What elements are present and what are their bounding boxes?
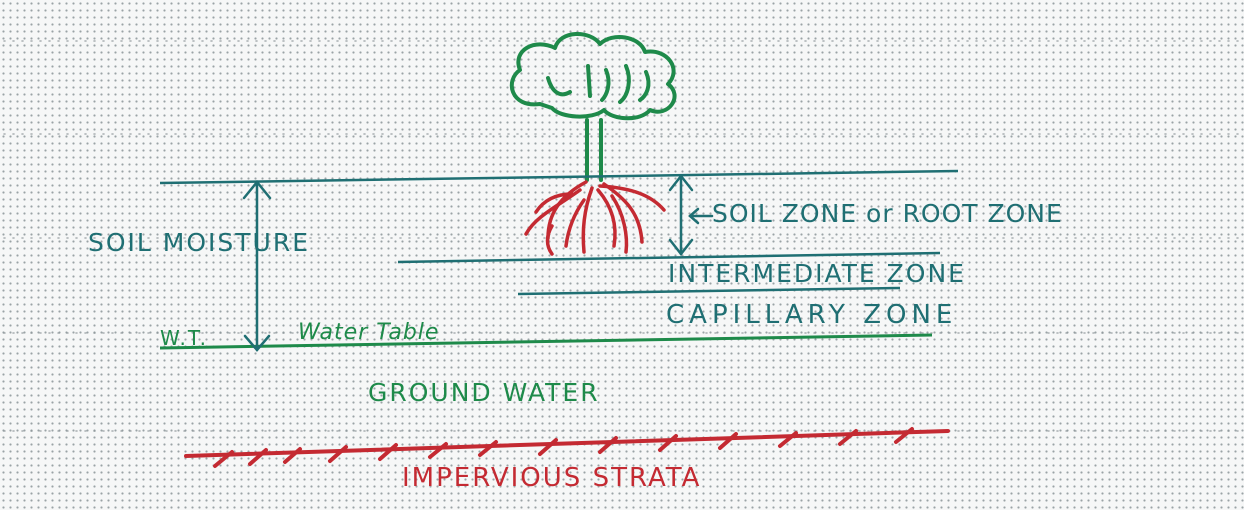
soil-moisture-label: SOIL MOISTURE — [88, 228, 311, 257]
water-table-abbr-label: W.T. — [160, 326, 209, 350]
impervious-strata-hatch — [184, 427, 950, 468]
dotted-rule — [0, 430, 1244, 432]
impervious-strata-label: IMPERVIOUS STRATA — [402, 463, 702, 493]
dotted-rule — [0, 133, 1244, 135]
intermediate-zone-boundary-line — [517, 286, 901, 296]
dotted-rule — [0, 332, 1244, 334]
root-zone-boundary-line — [397, 251, 941, 264]
soil-zone-label: SOIL ZONE or ROOT ZONE — [712, 199, 1063, 228]
roots-icon — [524, 180, 666, 256]
tree-icon — [509, 31, 677, 182]
soil-moisture-arrow — [242, 180, 272, 352]
dotted-rule — [0, 40, 1244, 42]
dotted-rule — [0, 237, 1244, 239]
ground-water-label: GROUND WATER — [368, 378, 600, 407]
ground-surface-line — [159, 169, 959, 185]
water-table-label: Water Table — [298, 320, 440, 345]
intermediate-zone-label: INTERMEDIATE ZONE — [668, 259, 966, 288]
capillary-zone-label: CAPILLARY ZONE — [666, 300, 958, 330]
root-zone-arrow — [668, 173, 714, 257]
water-table-line — [159, 333, 933, 350]
